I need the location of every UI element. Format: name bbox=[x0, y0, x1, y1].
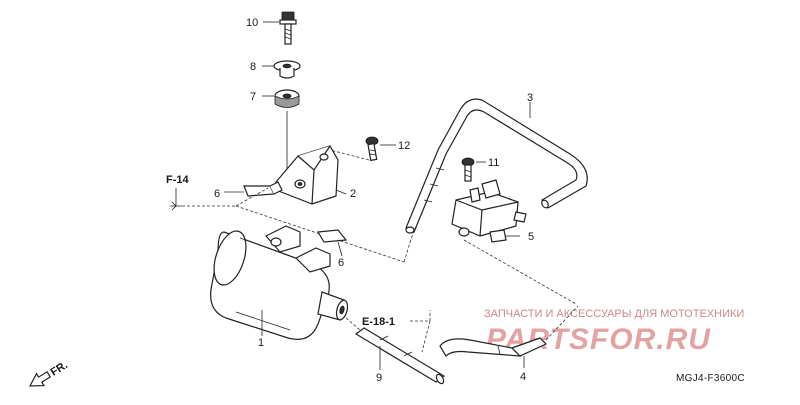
reference-label-f14: F-14 bbox=[166, 174, 190, 186]
callout-labels: 10 8 7 12 2 6 6 1 9 3 11 5 4 bbox=[214, 17, 534, 384]
collar-part-8 bbox=[262, 60, 301, 79]
callout-1: 1 bbox=[258, 337, 264, 349]
front-arrow-icon bbox=[28, 370, 52, 387]
reference-e18-1: E-18-1 bbox=[362, 310, 431, 353]
callout-7: 7 bbox=[250, 91, 256, 103]
bolt-part-12 bbox=[329, 136, 396, 162]
clip-part-6-right bbox=[316, 229, 348, 257]
front-direction-arrow: FR. bbox=[28, 359, 70, 387]
reference-label-e18-1: E-18-1 bbox=[362, 316, 395, 328]
callout-11: 11 bbox=[488, 157, 499, 169]
clip-part-6-left bbox=[224, 181, 283, 197]
callout-5: 5 bbox=[528, 231, 534, 243]
reference-f14: F-14 bbox=[166, 174, 415, 263]
grommet-part-7 bbox=[262, 89, 300, 108]
bolt-part-10 bbox=[263, 11, 297, 45]
bolt-part-11 bbox=[461, 157, 486, 182]
callout-9: 9 bbox=[376, 372, 382, 384]
hose-part-3 bbox=[405, 98, 588, 234]
hose-part-4 bbox=[439, 305, 579, 368]
hose-part-9 bbox=[345, 317, 446, 385]
callout-4: 4 bbox=[520, 371, 526, 383]
callout-6-right: 6 bbox=[338, 257, 344, 269]
stay-bracket-part-2 bbox=[275, 145, 347, 205]
front-arrow-label: FR. bbox=[49, 359, 70, 379]
callout-8: 8 bbox=[250, 61, 256, 73]
callout-2: 2 bbox=[350, 188, 356, 200]
figure-code: MGJ4-F3600C bbox=[676, 373, 745, 384]
canister-part-1 bbox=[210, 225, 349, 340]
solenoid-valve-part-5 bbox=[451, 179, 577, 305]
callout-6-left: 6 bbox=[214, 188, 220, 200]
callout-3: 3 bbox=[527, 92, 533, 104]
callout-10: 10 bbox=[246, 17, 258, 29]
callout-12: 12 bbox=[398, 140, 410, 152]
watermark-caption: ЗАПЧАСТИ И АКСЕССУАРЫ ДЛЯ МОТОТЕХНИКИ bbox=[484, 308, 744, 320]
